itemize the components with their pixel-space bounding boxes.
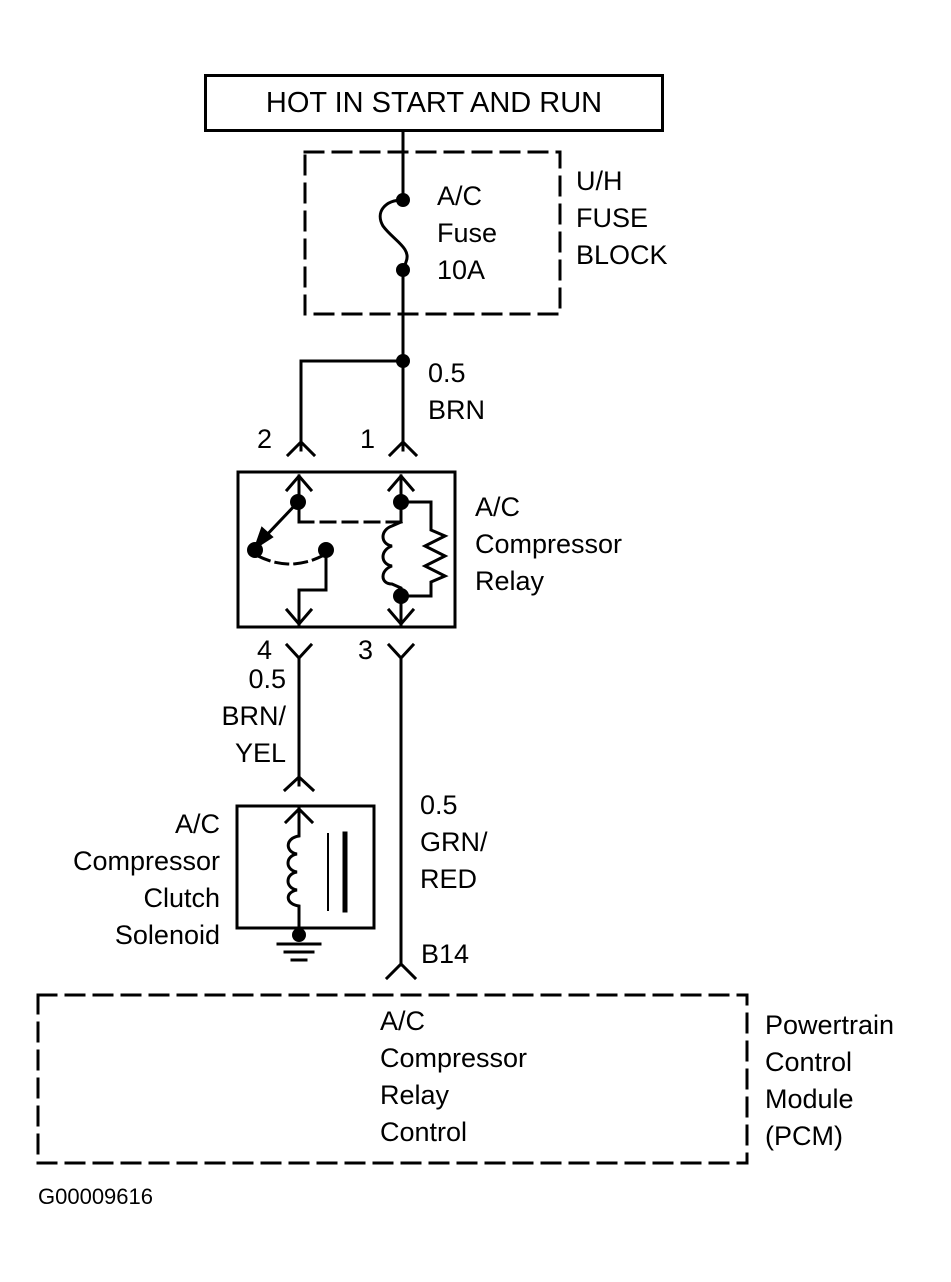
wire-color: GRN/ <box>420 827 488 857</box>
pcm-label-line: Control <box>765 1047 853 1077</box>
wire-label-pin3: 0.5 GRN/ RED <box>420 787 488 898</box>
fuse-block-label-line: BLOCK <box>576 240 668 270</box>
connector-pin1 <box>387 439 419 458</box>
solenoid-label-line: Solenoid <box>114 920 220 950</box>
fuse-block-label-line: FUSE <box>576 203 649 233</box>
solenoid-label-line: Clutch <box>143 883 220 913</box>
pin-3-label: 3 <box>358 635 374 665</box>
wire-color: YEL <box>234 738 286 768</box>
relay-box <box>236 470 457 629</box>
fuse-block-outline <box>303 150 562 316</box>
connector-b14-label: B14 <box>421 939 470 969</box>
wire-size: 0.5 <box>248 664 286 694</box>
wire-size: 0.5 <box>420 790 458 820</box>
relay-coil <box>381 520 403 614</box>
pcm-function-line: A/C <box>380 1006 426 1036</box>
solenoid-box <box>235 804 376 930</box>
pcm-label-line: Powertrain <box>765 1010 895 1040</box>
pcm-function-label: A/C Compressor Relay Control <box>380 1003 527 1151</box>
pcm-label: Powertrain Control Module (PCM) <box>765 1007 894 1155</box>
relay-label-line: Relay <box>475 566 545 596</box>
fuse-label-line: 10A <box>437 255 486 285</box>
pcm-function-line: Control <box>380 1117 468 1147</box>
fuse-symbol <box>378 198 409 273</box>
power-source-label: HOT IN START AND RUN <box>265 87 603 119</box>
figure-id: G00009616 <box>38 1184 153 1209</box>
wire-color: RED <box>420 864 478 894</box>
connector-pin4 <box>284 642 314 661</box>
pcm-label-line: (PCM) <box>765 1121 843 1151</box>
pin-4-label: 4 <box>257 635 273 665</box>
relay-resistor <box>399 500 449 598</box>
pin-1-label: 1 <box>360 424 376 454</box>
fuse-label-line: A/C <box>437 181 483 211</box>
pcm-function-line: Relay <box>380 1080 450 1110</box>
solenoid-coil <box>286 807 301 937</box>
fuse-block-label-line: U/H <box>576 166 623 196</box>
relay-label-line: A/C <box>475 492 521 522</box>
wire-size: 0.5 <box>428 358 466 388</box>
connector-pin3 <box>386 642 416 661</box>
solenoid-label-line: Compressor <box>72 846 220 876</box>
wire-color: BRN/ <box>221 701 286 731</box>
wire-label-top: 0.5 BRN <box>428 355 485 429</box>
wire-color: BRN <box>428 395 486 425</box>
fuse-block-label: U/H FUSE BLOCK <box>576 163 668 274</box>
solenoid-label-line: A/C <box>174 809 220 839</box>
wire-label-pin4: 0.5 BRN/ YEL <box>190 661 286 772</box>
power-source-box: HOT IN START AND RUN <box>204 74 664 132</box>
fuse-label-line: Fuse <box>437 218 498 248</box>
relay-label: A/C Compressor Relay <box>475 489 622 600</box>
connector-pin2 <box>285 439 317 458</box>
pin-2-label: 2 <box>257 424 273 454</box>
pcm-outline <box>36 993 749 1165</box>
pcm-label-line: Module <box>765 1084 854 1114</box>
relay-label-line: Compressor <box>475 529 623 559</box>
branch-wire-pin2 <box>299 359 405 452</box>
pcm-function-line: Compressor <box>380 1043 528 1073</box>
connector-b14 <box>384 961 418 981</box>
solenoid-label: A/C Compressor Clutch Solenoid <box>40 806 220 954</box>
fuse-label: A/C Fuse 10A <box>437 178 497 289</box>
connector-solenoid <box>282 774 316 793</box>
